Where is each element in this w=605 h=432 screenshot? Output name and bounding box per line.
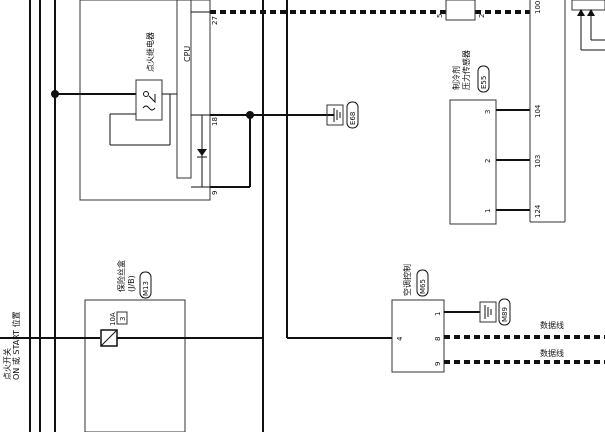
fuse-no: 3 <box>119 317 127 321</box>
cpu-box <box>176 0 192 179</box>
data-line-2-label: 数据线 <box>540 348 564 358</box>
sensor-pin3: 3 <box>484 110 492 114</box>
fuse-no-box <box>116 311 128 325</box>
top-fuse-pin5: 5 <box>436 14 444 18</box>
ac-pin-1: 1 <box>434 312 442 316</box>
diode-symbol <box>197 149 207 156</box>
ac-pin-8: 8 <box>434 337 442 341</box>
relay-contact <box>143 91 149 97</box>
sensor-connector: E55 <box>480 76 488 89</box>
fuse-block-tag <box>139 271 152 299</box>
ground-m89-tag <box>498 298 511 326</box>
fuse-block-connector: M13 <box>142 281 150 296</box>
ecm-pin-124: 124 <box>534 204 542 218</box>
sensor-label-line1: 制冷剂 <box>451 66 461 90</box>
cpu-label: CPU <box>183 46 192 62</box>
ignition-relay <box>135 79 163 121</box>
ac-control-box <box>391 299 445 373</box>
pin-27: 27 <box>211 16 219 25</box>
pin-18: 18 <box>211 117 219 126</box>
sensor-tag <box>477 65 490 93</box>
ground-e68-tag <box>346 101 359 129</box>
ground-m89-label: M89 <box>501 307 509 322</box>
ground-e68-frame <box>326 104 344 126</box>
relay-coil <box>142 105 156 111</box>
fuse-block-sub: (J/B) <box>127 275 136 292</box>
relay-label: 点火继电器 <box>145 32 155 72</box>
ac-control-label: 空调控制 <box>402 264 412 296</box>
ipdm-box <box>79 0 211 201</box>
ground-e68-label: E68 <box>349 112 357 125</box>
top-fuse-pin2: 2 <box>478 14 486 18</box>
ac-control-connector: M65 <box>419 279 427 294</box>
ac-control-tag <box>416 269 429 297</box>
ac-pin-4: 4 <box>396 336 404 341</box>
ignition-label-line2: ON 或 START 位置 <box>11 311 21 380</box>
refrigerant-sensor-box <box>449 99 497 225</box>
sensor-pin1: 1 <box>484 209 492 213</box>
ecm-pin-100: 100 <box>534 1 542 14</box>
fuse-amp: 10A <box>109 312 117 326</box>
fuse-element <box>100 329 118 347</box>
sensor-label-line2: 压力传感器 <box>461 50 471 90</box>
top-fuse-box <box>445 0 476 21</box>
fuse-block-label: 保险丝盒 <box>116 260 126 292</box>
sensor-pin2: 2 <box>484 159 492 163</box>
pin-9: 9 <box>211 191 219 195</box>
fuse-block-box <box>84 299 186 432</box>
ignition-label-line1: 点火开关 <box>2 348 12 380</box>
arrow-up-2-icon <box>587 9 595 16</box>
ground-m89-frame <box>479 301 497 323</box>
ecm-pin-103: 103 <box>534 155 542 168</box>
arrow-up-1-icon <box>577 9 585 16</box>
data-line-1-label: 数据线 <box>540 320 564 330</box>
relay-switch <box>148 94 156 104</box>
ac-pin-9: 9 <box>434 362 442 366</box>
top-right-box <box>571 0 605 11</box>
ecm-pin-104: 104 <box>534 104 542 118</box>
